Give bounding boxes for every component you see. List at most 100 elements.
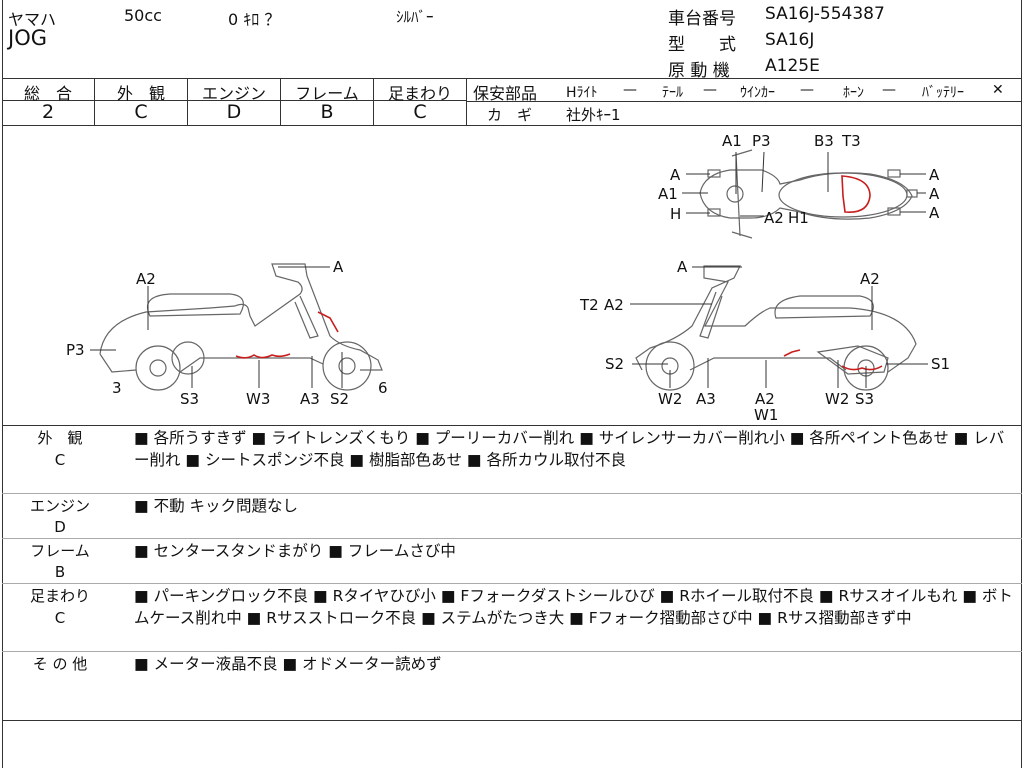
safety-label: 保安部品 xyxy=(473,84,538,103)
top-leader-lines xyxy=(682,151,926,217)
safety-taillight-status: — xyxy=(703,82,717,98)
label-right-W2: W2 xyxy=(658,390,682,408)
safety-winker: ｳｲﾝｶｰ xyxy=(740,85,775,101)
label-left-A3: A3 xyxy=(300,390,320,408)
grade-exterior-value: C xyxy=(134,101,148,123)
damage-mark-left-front xyxy=(317,311,339,333)
damage-diagram: A1 P3 B3 T3 A A1 H A2 H1 A A A A2 A P3 3… xyxy=(66,132,950,424)
divider xyxy=(466,101,1022,102)
divider xyxy=(2,78,1022,79)
grade-frame-label: フレーム xyxy=(295,84,359,103)
grade-engine-value: D xyxy=(226,101,242,123)
label-left-A: A xyxy=(333,258,344,276)
type-label: 型 式 xyxy=(668,35,736,55)
damage-mark-right-rear xyxy=(841,365,883,371)
section-engine-text: ■ 不動 キック問題なし xyxy=(134,497,298,515)
label-left-6: 6 xyxy=(378,379,388,397)
label-right-A2: A2 xyxy=(860,270,880,288)
label-top-P3: P3 xyxy=(752,132,771,150)
label-top-A2: A2 xyxy=(764,209,784,227)
section-other-label: そ の 他 xyxy=(32,655,88,673)
section-suspension-label: 足まわり xyxy=(29,587,90,605)
section-engine-grade: D xyxy=(54,518,66,536)
label-top-A1: A1 xyxy=(722,132,742,150)
divider xyxy=(187,78,188,125)
maker: ヤマハ xyxy=(8,10,57,29)
label-right-S3: S3 xyxy=(855,390,874,408)
safety-battery: ﾊﾞｯﾃﾘｰ xyxy=(922,85,964,101)
grade-exterior-label: 外 観 xyxy=(116,84,165,103)
section-engine-label: エンジン xyxy=(29,497,90,515)
label-left-3: 3 xyxy=(112,379,122,397)
safety-horn: ﾎｰﾝ xyxy=(843,85,864,101)
label-left-S3: S3 xyxy=(180,390,199,408)
divider xyxy=(2,125,1022,126)
label-top-A-r1: A xyxy=(929,166,940,184)
damage-mark-right-floor xyxy=(783,349,801,357)
displacement: 50cc xyxy=(124,6,162,25)
label-top-B3: B3 xyxy=(814,132,834,150)
grade-frame-value: B xyxy=(320,101,334,123)
label-right-S1: S1 xyxy=(931,355,950,373)
divider xyxy=(466,78,467,125)
damage-mark-seat xyxy=(841,175,871,213)
section-suspension-grade: C xyxy=(54,609,66,627)
section-frame-grade: B xyxy=(54,563,66,581)
section-exterior-text: ■ 各所うすきず ■ ライトレンズくもり ■ プーリーカバー削れ ■ サイレンサ… xyxy=(134,429,1005,469)
type-value: SA16J xyxy=(765,30,815,50)
label-right-W2b: W2 xyxy=(825,390,849,408)
engine-value: A125E xyxy=(765,56,820,76)
grade-total-label: 総 合 xyxy=(23,84,72,103)
safety-headlight-status: — xyxy=(623,82,637,98)
label-right-S2: S2 xyxy=(605,355,624,373)
frame-no-label: 車台番号 xyxy=(668,9,736,29)
label-right-A: A xyxy=(677,258,688,276)
label-right-W1: W1 xyxy=(754,406,778,424)
label-left-S2: S2 xyxy=(330,390,349,408)
scooter-right-view xyxy=(635,265,917,391)
label-top-A1b: A1 xyxy=(658,185,678,203)
label-top-H: H xyxy=(670,205,681,223)
key-value: 社外ｷｰ1 xyxy=(566,106,621,124)
safety-horn-status: — xyxy=(882,82,896,98)
label-left-W3: W3 xyxy=(246,390,270,408)
divider xyxy=(2,538,1022,539)
frame-no: SA16J-554387 xyxy=(765,4,885,24)
section-other-text: ■ メーター液晶不良 ■ オドメーター読めず xyxy=(134,655,442,673)
divider xyxy=(2,493,1022,494)
label-left-A2: A2 xyxy=(136,270,156,288)
label-top-A: A xyxy=(670,166,681,184)
model-name: JOG xyxy=(8,26,47,50)
divider xyxy=(94,78,95,125)
grade-engine-label: エンジン xyxy=(201,84,266,103)
grade-total-value: 2 xyxy=(41,101,55,123)
section-frame-label: フレーム xyxy=(30,542,90,560)
label-left-P3: P3 xyxy=(66,341,85,359)
label-right-A3: A3 xyxy=(696,390,716,408)
damage-mark-left-floor xyxy=(235,353,291,359)
safety-taillight: ﾃｰﾙ xyxy=(662,85,683,101)
divider xyxy=(280,78,281,125)
safety-battery-status: ✕ xyxy=(992,82,1004,98)
section-frame-text: ■ センタースタンドまがり ■ フレームさび中 xyxy=(134,542,456,560)
divider xyxy=(2,651,1022,652)
divider xyxy=(2,720,1022,721)
engine-label: 原 動 機 xyxy=(668,61,730,81)
section-suspension-text: ■ パーキングロック不良 ■ Rタイヤひび小 ■ Fフォークダストシールひび ■… xyxy=(134,587,1013,627)
safety-headlight: Hﾗｲﾄ xyxy=(566,85,598,101)
label-top-H1: H1 xyxy=(788,209,809,227)
label-right-A2b: A2 xyxy=(604,296,624,314)
section-exterior-grade: C xyxy=(54,451,66,469)
divider xyxy=(2,583,1022,584)
divider xyxy=(373,78,374,125)
section-exterior-label: 外 観 xyxy=(37,429,83,447)
divider xyxy=(2,425,1022,426)
mileage: 0 ｷﾛ ？ xyxy=(228,10,281,29)
left-leader-lines xyxy=(90,266,343,388)
label-top-A-r2: A xyxy=(929,185,940,203)
right-leader-lines xyxy=(630,266,928,388)
key-label: カ ギ xyxy=(487,106,533,124)
scooter-left-view xyxy=(99,263,383,391)
divider xyxy=(2,100,466,101)
